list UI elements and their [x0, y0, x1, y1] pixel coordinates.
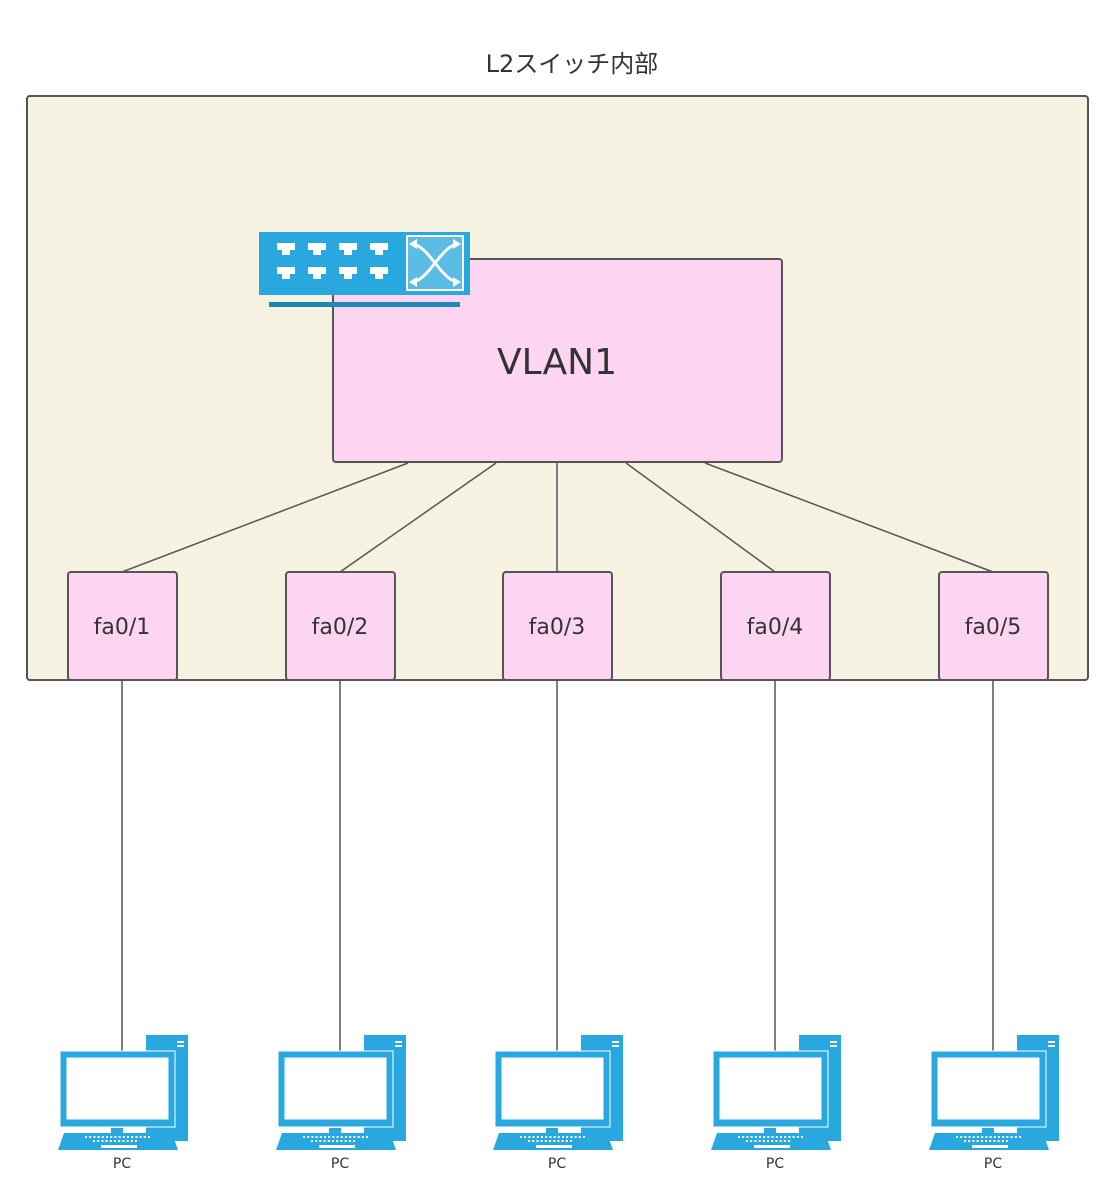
port-node[interactable]: fa0/4	[720, 571, 831, 681]
ethernet-port-glyph	[308, 267, 326, 279]
l2-switch-icon	[259, 232, 470, 307]
pc-label: PC	[984, 1156, 1002, 1172]
port-box[interactable]	[502, 571, 613, 681]
port-node[interactable]: fa0/1	[67, 571, 178, 681]
port-label: fa0/1	[94, 615, 151, 640]
ethernet-port-glyph	[339, 243, 357, 255]
pc-label: PC	[766, 1156, 784, 1172]
desktop-pc-icon[interactable]	[276, 1035, 406, 1150]
port-label: fa0/5	[965, 615, 1022, 640]
vlan-box[interactable]	[332, 258, 783, 463]
ethernet-port-glyph	[277, 267, 295, 279]
ethernet-port-glyph	[339, 267, 357, 279]
port-node[interactable]: fa0/5	[938, 571, 1049, 681]
ethernet-port-glyph	[308, 243, 326, 255]
port-box[interactable]	[938, 571, 1049, 681]
ethernet-port-glyph	[277, 243, 295, 255]
diagram-title: L2スイッチ内部	[486, 50, 659, 78]
port-box[interactable]	[720, 571, 831, 681]
port-label: fa0/2	[312, 615, 369, 640]
vlan-port-link	[339, 462, 497, 573]
vlan-port-link	[625, 462, 776, 573]
desktop-pc-icon[interactable]	[929, 1035, 1059, 1150]
port-label: fa0/3	[529, 615, 586, 640]
pc-label: PC	[331, 1156, 349, 1172]
port-label: fa0/4	[747, 615, 804, 640]
pc-label: PC	[548, 1156, 566, 1172]
pc-label: PC	[113, 1156, 131, 1172]
vlan-label: VLAN1	[497, 342, 617, 383]
vlan-port-link	[121, 462, 409, 573]
ports-group: fa0/1 fa0/2 fa0/3 fa0/4 fa0/5	[67, 571, 1049, 681]
ethernet-port-glyph	[370, 267, 388, 279]
port-glyphs	[277, 243, 388, 279]
links-group	[121, 462, 994, 1052]
port-box[interactable]	[67, 571, 178, 681]
pcs-group: PC PC PC PC PC	[58, 1035, 1059, 1172]
port-box[interactable]	[285, 571, 396, 681]
ethernet-port-glyph	[370, 243, 388, 255]
port-node[interactable]: fa0/3	[502, 571, 613, 681]
vlan-port-link	[704, 462, 994, 573]
port-node[interactable]: fa0/2	[285, 571, 396, 681]
desktop-pc-icon[interactable]	[58, 1035, 188, 1150]
desktop-pc-icon[interactable]	[493, 1035, 623, 1150]
desktop-pc-icon[interactable]	[711, 1035, 841, 1150]
